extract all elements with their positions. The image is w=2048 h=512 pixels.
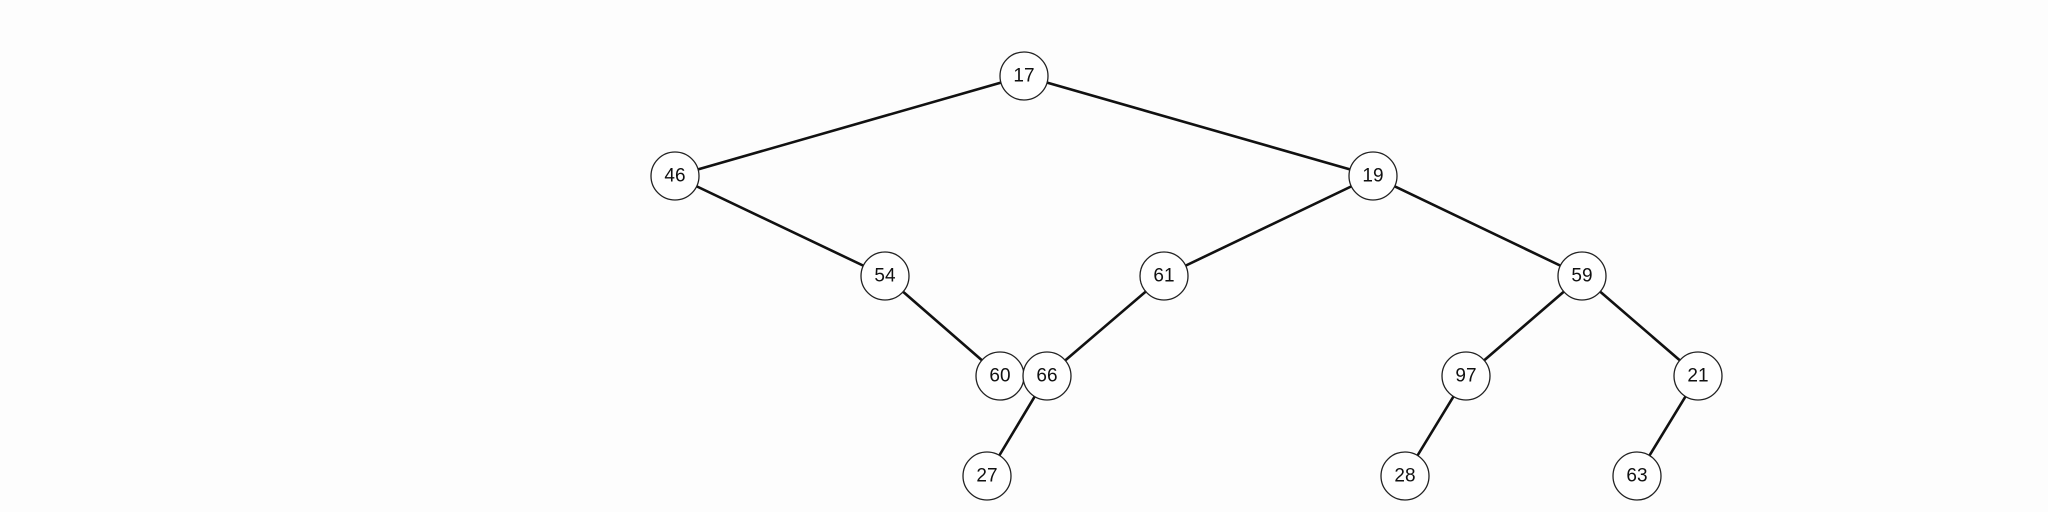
tree-node: 46 [650, 151, 700, 201]
node-label: 61 [1153, 266, 1174, 287]
node-label: 17 [1013, 66, 1034, 87]
node-circle [1022, 351, 1072, 401]
node-label: 46 [664, 166, 685, 187]
tree-node: 54 [860, 251, 910, 301]
tree-node: 97 [1441, 351, 1491, 401]
node-circle [1348, 151, 1398, 201]
tree-node: 61 [1139, 251, 1189, 301]
tree-edge [884, 275, 1001, 377]
tree-edge [1372, 174, 1583, 278]
node-circle [650, 151, 700, 201]
node-circle [1380, 451, 1430, 501]
tree-node: 17 [999, 51, 1049, 101]
tree-node: 28 [1380, 451, 1430, 501]
tree-edge [1581, 275, 1699, 377]
node-label: 97 [1455, 366, 1476, 387]
tree-edge [674, 74, 1025, 178]
node-circle [999, 51, 1049, 101]
node-label: 27 [976, 466, 997, 487]
node-circle [1612, 451, 1662, 501]
tree-node: 66 [1022, 351, 1072, 401]
node-circle [1673, 351, 1723, 401]
node-label: 63 [1626, 466, 1647, 487]
tree-node: 63 [1612, 451, 1662, 501]
tree-edge [1046, 275, 1165, 377]
tree-node: 19 [1348, 151, 1398, 201]
tree-node: 27 [962, 451, 1012, 501]
node-circle [1441, 351, 1491, 401]
node-circle [1139, 251, 1189, 301]
tree-edge [1023, 74, 1374, 178]
tree-node: 21 [1673, 351, 1723, 401]
tree-edge [674, 174, 886, 278]
node-label: 54 [874, 266, 896, 287]
tree-edge [1163, 174, 1374, 278]
tree-node: 59 [1557, 251, 1607, 301]
node-circle [962, 451, 1012, 501]
node-label: 60 [989, 366, 1010, 387]
tree-edge [1465, 275, 1583, 377]
node-circle [1557, 251, 1607, 301]
node-label: 59 [1571, 266, 1592, 287]
node-label: 28 [1394, 466, 1415, 487]
tree-node: 60 [975, 351, 1025, 401]
node-label: 66 [1036, 366, 1057, 387]
node-label: 19 [1362, 166, 1383, 187]
node-circle [860, 251, 910, 301]
tree-nodes: 17 46 19 54 61 59 60 66 97 21 27 28 63 [650, 51, 1723, 501]
node-label: 21 [1687, 366, 1708, 387]
